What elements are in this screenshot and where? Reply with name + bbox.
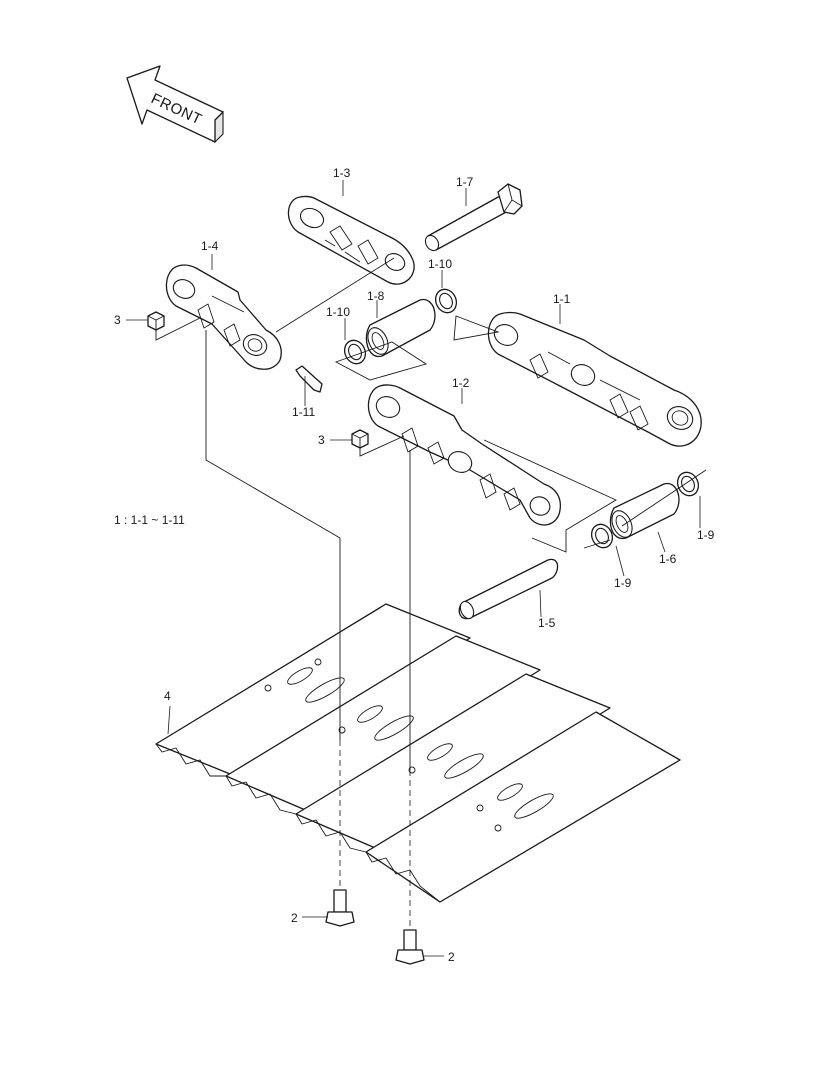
callout-1-2: 1-2: [452, 376, 470, 390]
assembly-note: 1 : 1-1 ~ 1-11: [114, 513, 185, 527]
part-1-8-bushing: [365, 299, 436, 357]
part-1-5-pin: [458, 558, 559, 620]
part-2-bolt-a: [325, 889, 355, 927]
callout-1-4: 1-4: [201, 239, 219, 253]
callout-3-right: 3: [318, 433, 325, 447]
callout-1-11: 1-11: [292, 405, 315, 419]
callout-1-8: 1-8: [367, 289, 385, 303]
callout-2-right: 2: [448, 950, 455, 964]
callout-4: 4: [164, 689, 171, 703]
callout-1-10-left: 1-10: [326, 305, 350, 319]
callout-1-9-right: 1-9: [697, 528, 715, 542]
callout-1-5: 1-5: [538, 616, 556, 630]
callout-1-1: 1-1: [553, 292, 571, 306]
part-3-nut-a: [147, 311, 165, 331]
callout-1-10-top: 1-10: [428, 257, 452, 271]
callout-1-6: 1-6: [659, 552, 677, 566]
part-2-bolt-b: [395, 929, 425, 965]
part-1-3-link: [287, 195, 415, 285]
front-arrow: FRONT: [126, 65, 224, 144]
callout-labels: 1-3 1-7 1-4 1-10 1-8 1-1 1-10 3 1-2 1-11…: [114, 166, 715, 964]
callout-1-3: 1-3: [333, 166, 351, 180]
callout-1-9-left: 1-9: [614, 576, 632, 590]
part-1-4-link: [165, 264, 282, 370]
part-1-9-seal-a: [590, 523, 614, 549]
part-1-11-lockpin: [295, 365, 323, 393]
part-1-2-link: [367, 384, 562, 526]
callout-1-7: 1-7: [456, 175, 474, 189]
part-4-track-shoes: [155, 603, 681, 903]
part-1-10-seal-a: [343, 339, 367, 365]
part-1-10-seal-b: [434, 288, 458, 314]
callout-3-left: 3: [114, 313, 121, 327]
part-1-7-pin: [424, 183, 523, 252]
part-3-nut-b: [351, 429, 369, 449]
leader-lines: [126, 180, 707, 957]
part-1-1-link: [487, 311, 702, 447]
callout-2-left: 2: [291, 911, 298, 925]
